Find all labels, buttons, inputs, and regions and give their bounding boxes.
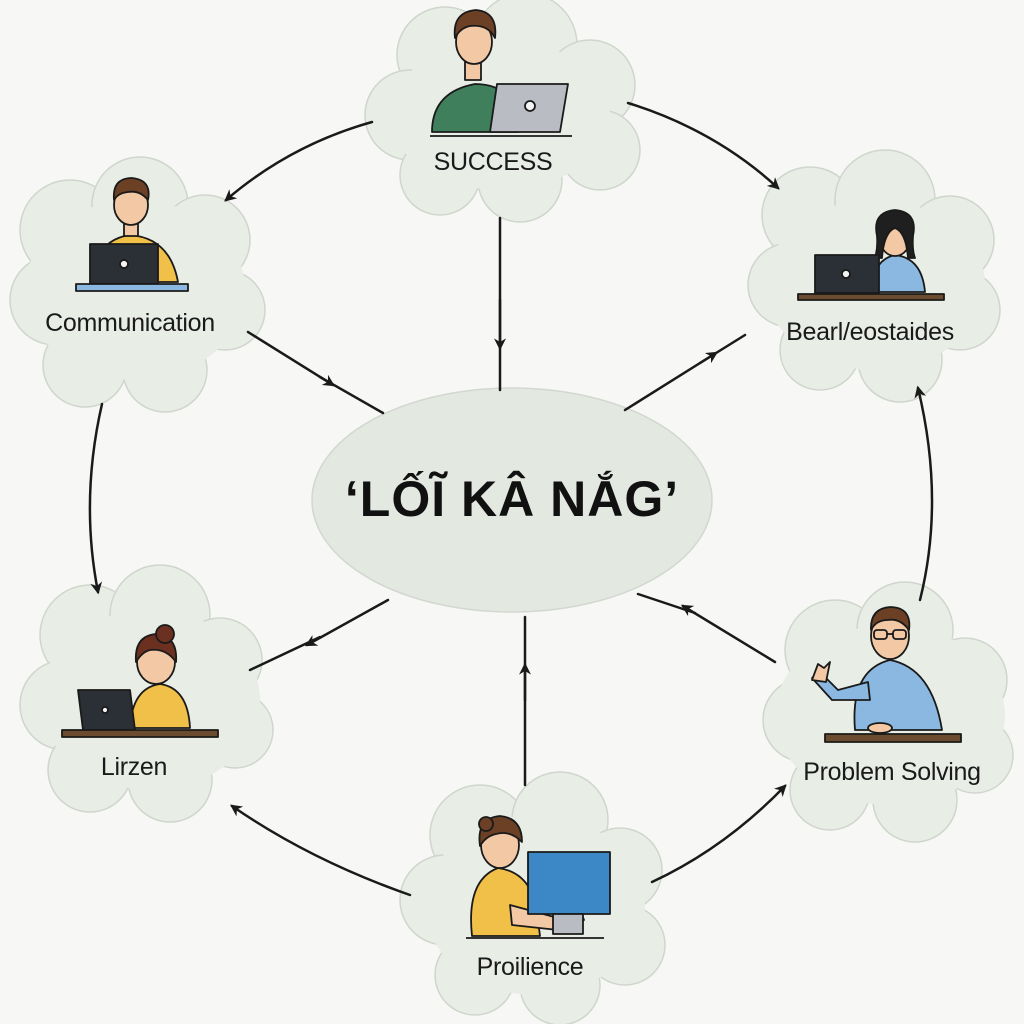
person-with-laptop-bearl (797, 209, 945, 301)
person-with-laptop-communication (75, 177, 189, 292)
person-with-laptop-lirzen (61, 624, 219, 738)
node-label-lirzen: Lirzen (100, 753, 168, 781)
arrow-communication-to-lirzen (88, 402, 104, 595)
node-cloud-success (364, 0, 641, 223)
arrow-success-to-bearl (626, 101, 780, 190)
node-label-success: SUCCESS (433, 148, 553, 176)
person-with-laptop-success (430, 9, 572, 137)
node-label-proilience: Proilience (476, 953, 584, 981)
arrow-communication-to-center (246, 330, 336, 387)
node-label-bearl: Bearl/eostaides (786, 318, 954, 346)
center-title: ‘LỐĨ KÂ NẮG’ (344, 471, 680, 527)
node-label-communication: Communication (45, 309, 215, 337)
arrow-proilience-to-problem-solving (650, 784, 787, 884)
arrow-proilience-to-lirzen (230, 804, 412, 897)
arrow-success-to-communication (224, 120, 374, 202)
center-ellipse (311, 387, 713, 613)
node-label-problem-solving: Problem Solving (803, 758, 981, 786)
arrow-problem-solving-to-bearl (914, 385, 934, 602)
person-presenting-problem-solving (811, 606, 962, 743)
person-with-monitor-proilience (466, 815, 611, 939)
arrow-problem-solving-to-center (680, 604, 777, 664)
